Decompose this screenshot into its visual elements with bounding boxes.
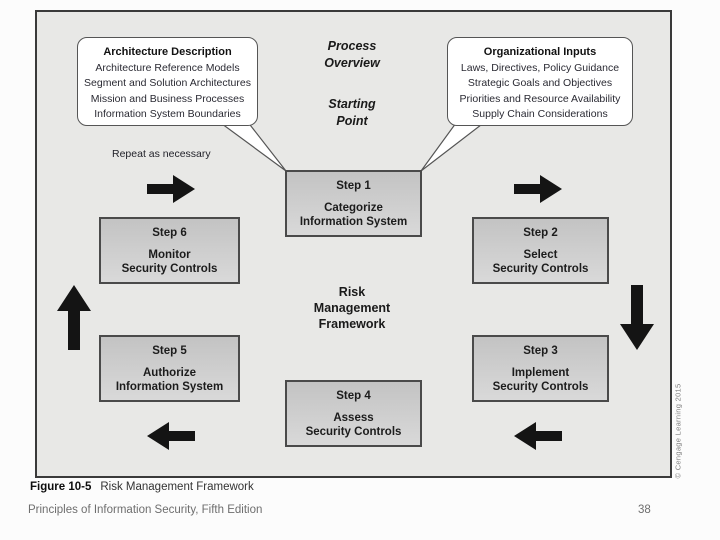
step2-box: Step 2 Select Security Controls <box>472 217 609 284</box>
figure-title: Risk Management Framework <box>100 481 254 493</box>
step-title: Step 5 <box>152 344 187 357</box>
callout-item: Architecture Reference Models <box>95 61 240 74</box>
step5-box: Step 5 Authorize Information System <box>99 335 240 402</box>
step-title: Step 1 <box>336 179 371 192</box>
slide-footer: Principles of Information Security, Fift… <box>28 504 263 516</box>
arrow-down-icon <box>620 285 654 350</box>
step-line: Security Controls <box>492 380 589 393</box>
step-line: Security Controls <box>121 262 218 275</box>
risk-management-framework-label: Risk Management Framework <box>313 285 391 331</box>
callout-item: Strategic Goals and Objectives <box>467 77 613 89</box>
step-line: Monitor <box>148 248 191 261</box>
arrow-left-icon <box>147 422 195 450</box>
callout-architecture-description: Architecture Description Architecture Re… <box>77 37 258 126</box>
step1-box: Step 1 Categorize Information System <box>285 170 422 237</box>
callout-item: Segment and Solution Architectures <box>84 77 251 89</box>
starting-point-label: Starting Point <box>328 97 376 128</box>
step-line: Implement <box>511 366 570 379</box>
arrow-right-icon <box>147 175 195 203</box>
callout-item: Priorities and Resource Availability <box>459 92 621 105</box>
callout-item: Supply Chain Considerations <box>472 108 608 120</box>
step3-box: Step 3 Implement Security Controls <box>472 335 609 402</box>
arrow-right-icon <box>514 175 562 203</box>
step-title: Step 2 <box>523 226 558 239</box>
step4-box: Step 4 Assess Security Controls <box>285 380 422 447</box>
step-line: Information System <box>115 380 224 393</box>
callout-item: Mission and Business Processes <box>90 92 245 105</box>
callout-item: Information System Boundaries <box>94 108 241 120</box>
repeat-as-necessary-label: Repeat as necessary <box>112 148 211 160</box>
step-line: Authorize <box>142 366 197 379</box>
step-line: Security Controls <box>492 262 589 275</box>
callout-title: Architecture Description <box>103 46 232 58</box>
figure-label: Figure 10-5 <box>30 481 92 493</box>
figure-caption: Figure 10-5 Risk Management Framework <box>30 481 254 493</box>
arrow-left-icon <box>514 422 562 450</box>
callout-title: Organizational Inputs <box>483 46 597 58</box>
step6-box: Step 6 Monitor Security Controls <box>99 217 240 284</box>
step-title: Step 4 <box>336 389 371 402</box>
rmf-diagram-frame: Architecture Description Architecture Re… <box>35 10 672 478</box>
step-line: Security Controls <box>305 425 402 438</box>
slide-page-number: 38 <box>638 504 651 516</box>
callout-organizational-inputs: Organizational Inputs Laws, Directives, … <box>447 37 633 126</box>
step-line: Information System <box>299 215 408 228</box>
arrow-up-icon <box>57 285 91 350</box>
copyright-credit: © Cengage Learning 2015 <box>673 383 683 479</box>
step-line: Assess <box>333 411 374 424</box>
process-overview-label: Process Overview <box>324 39 380 70</box>
step-title: Step 3 <box>523 344 558 357</box>
step-line: Select <box>523 248 558 261</box>
step-title: Step 6 <box>152 226 187 239</box>
step-line: Categorize <box>324 201 383 214</box>
callout-item: Laws, Directives, Policy Guidance <box>460 61 620 74</box>
